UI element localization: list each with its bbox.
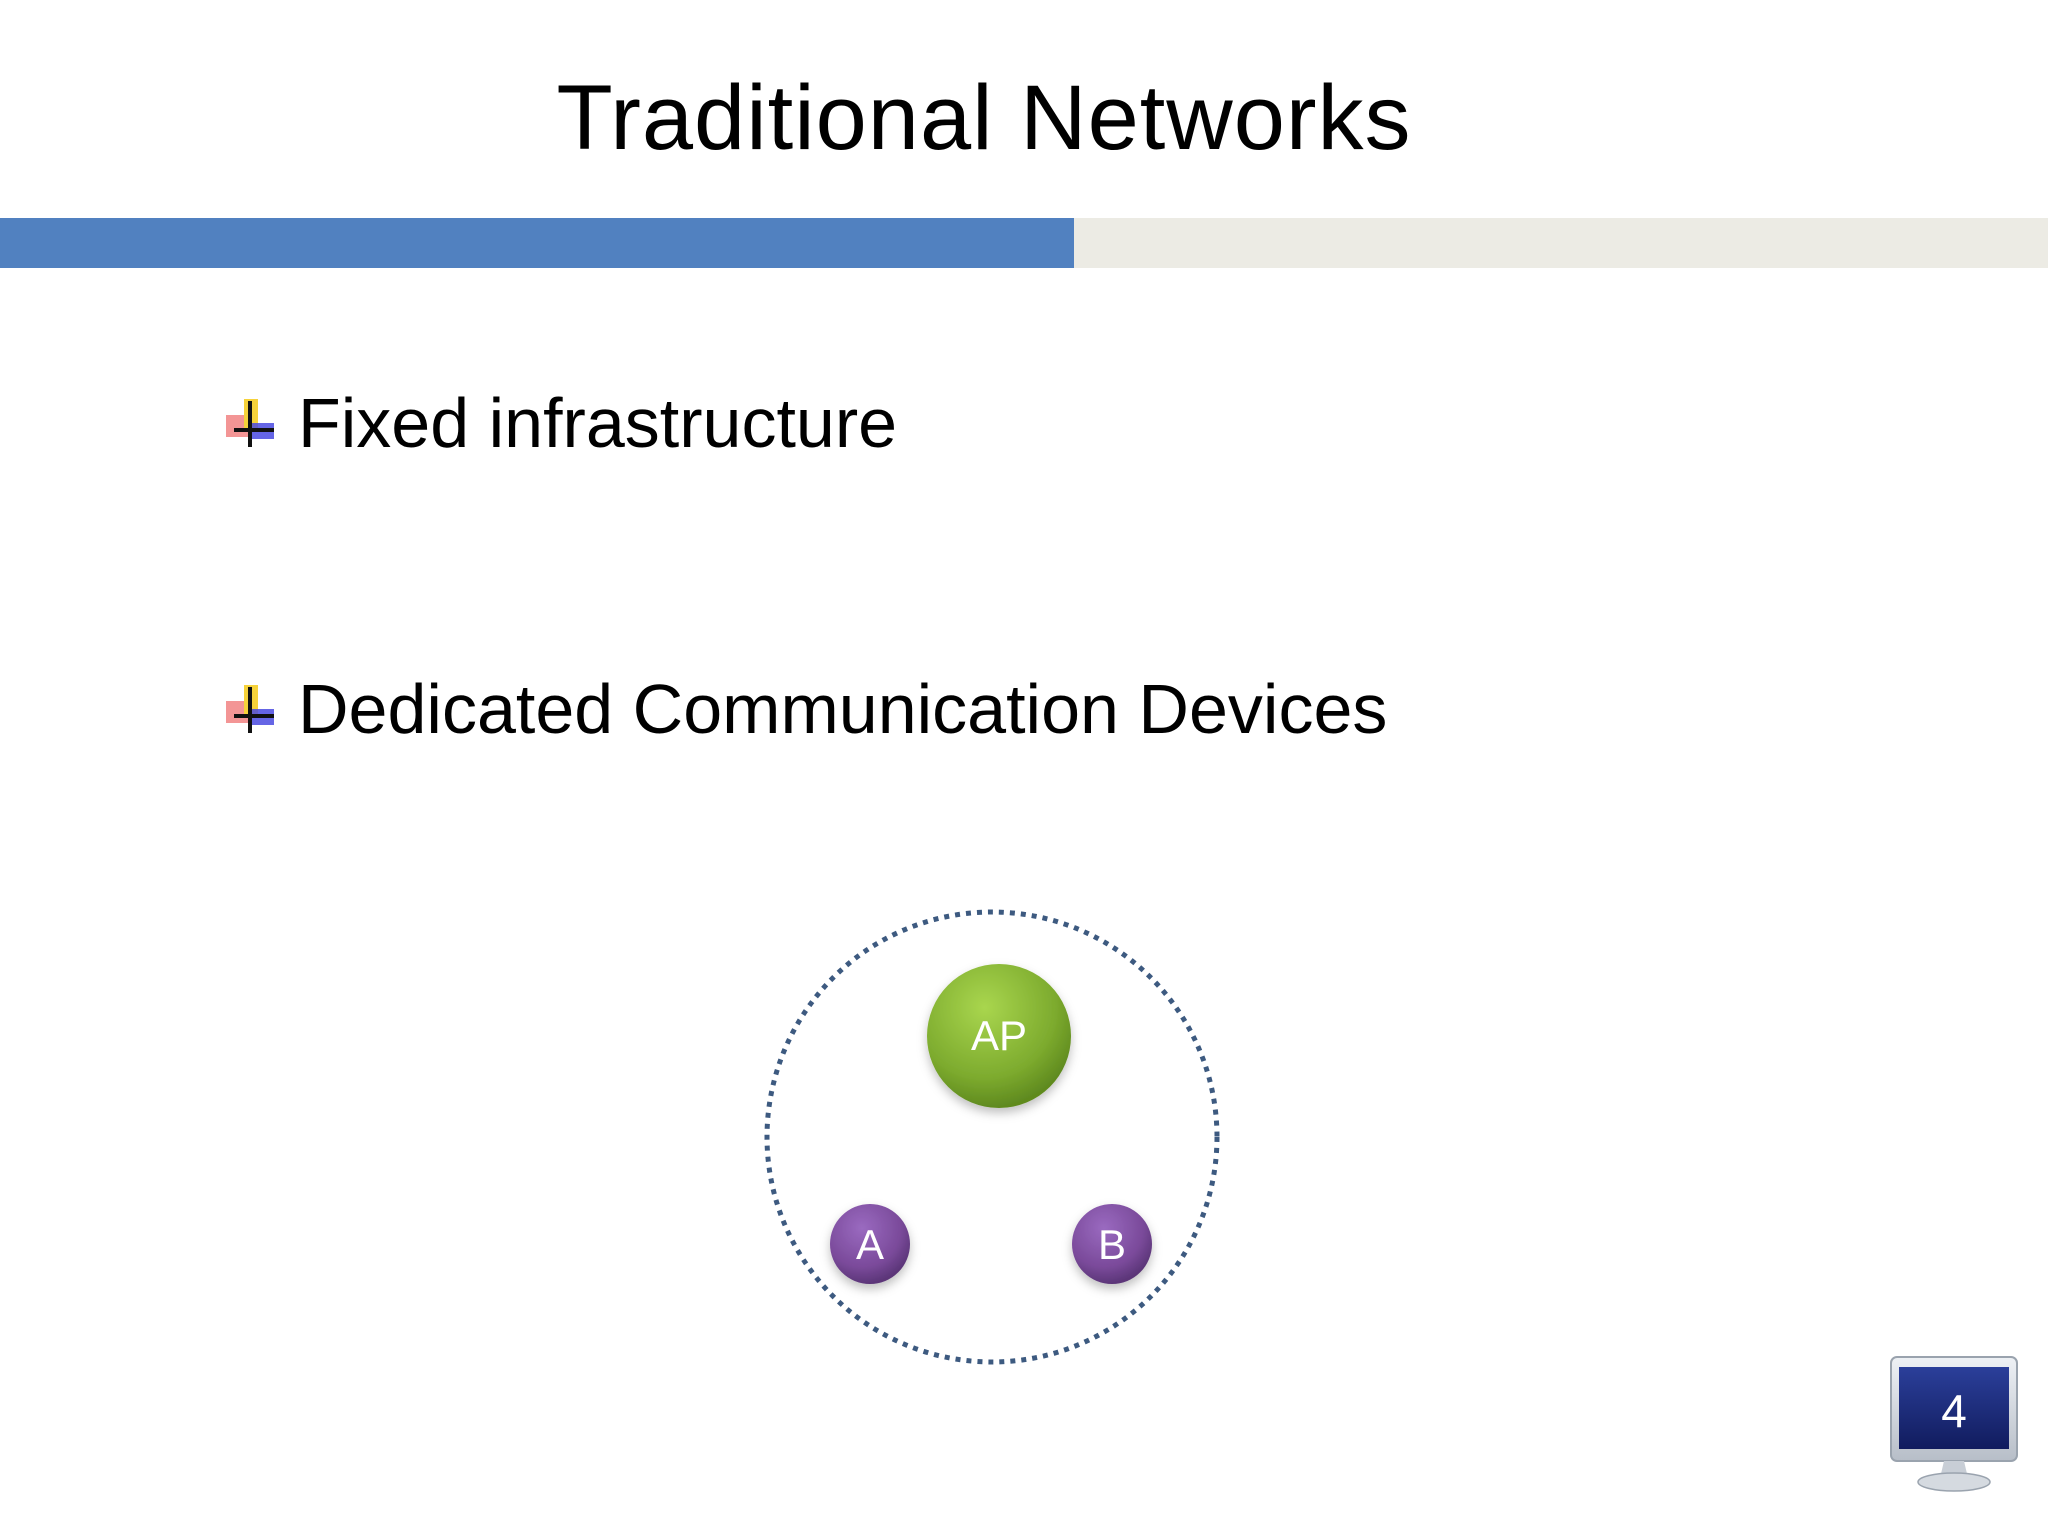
node-label: B [1098, 1221, 1126, 1268]
coverage-boundary [764, 909, 1220, 1365]
network-diagram: AP A B [764, 909, 1220, 1365]
bullet-text: Fixed infrastructure [298, 384, 898, 462]
bullet-item: Fixed infrastructure [222, 378, 897, 468]
node-label: A [856, 1221, 884, 1268]
cross-bullet-icon [226, 399, 274, 447]
bullet-text: Dedicated Communication Devices [298, 670, 1388, 748]
cross-bullet-icon [226, 685, 274, 733]
bullet-item: Dedicated Communication Devices [222, 664, 1387, 754]
access-point-node: AP [927, 964, 1071, 1108]
slide-title: Traditional Networks [556, 67, 1412, 169]
page-number-badge: 4 [1888, 1354, 2022, 1494]
title-divider-accent [0, 218, 1074, 268]
device-node: B [1072, 1204, 1152, 1284]
device-node: A [830, 1204, 910, 1284]
page-number: 4 [1941, 1385, 1967, 1437]
monitor-icon [1890, 1356, 2018, 1492]
title-divider-bar [0, 218, 2048, 268]
node-label: AP [971, 1012, 1027, 1059]
